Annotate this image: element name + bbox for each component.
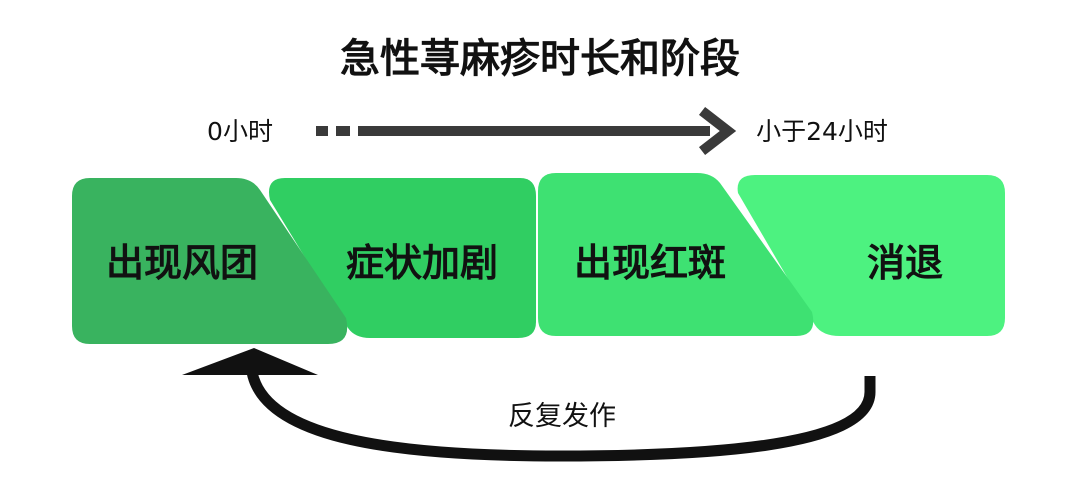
stage-block-2 — [269, 178, 536, 338]
timeline-end-label: 小于24小时 — [756, 117, 888, 146]
stage-block-1 — [72, 178, 348, 344]
timeline-start-label: 0小时 — [207, 117, 273, 146]
stage-block-4 — [737, 175, 1005, 336]
recurrence-label: 反复发作 — [508, 401, 616, 432]
stage-block-3 — [538, 173, 814, 336]
stage-label-1: 出现风团 — [106, 241, 258, 285]
stage-label-4: 消退 — [867, 241, 943, 285]
timeline-arrow-shaft — [358, 126, 710, 136]
stage-label-3: 出现红斑 — [574, 241, 726, 285]
timeline-dash-1 — [316, 126, 328, 136]
timeline-arrow-head-icon — [698, 106, 737, 156]
recurrence-curve — [246, 370, 876, 462]
recurrence-arrow-head-icon — [182, 348, 318, 375]
timeline-dash-2 — [336, 126, 350, 136]
diagram-title: 急性荨麻疹时长和阶段 — [340, 36, 740, 82]
stage-label-2: 症状加剧 — [346, 241, 498, 285]
stage-blocks — [72, 173, 1005, 344]
timeline: 0小时 小于24小时 — [207, 106, 888, 156]
recurrence-loop: 反复发作 — [182, 348, 876, 462]
